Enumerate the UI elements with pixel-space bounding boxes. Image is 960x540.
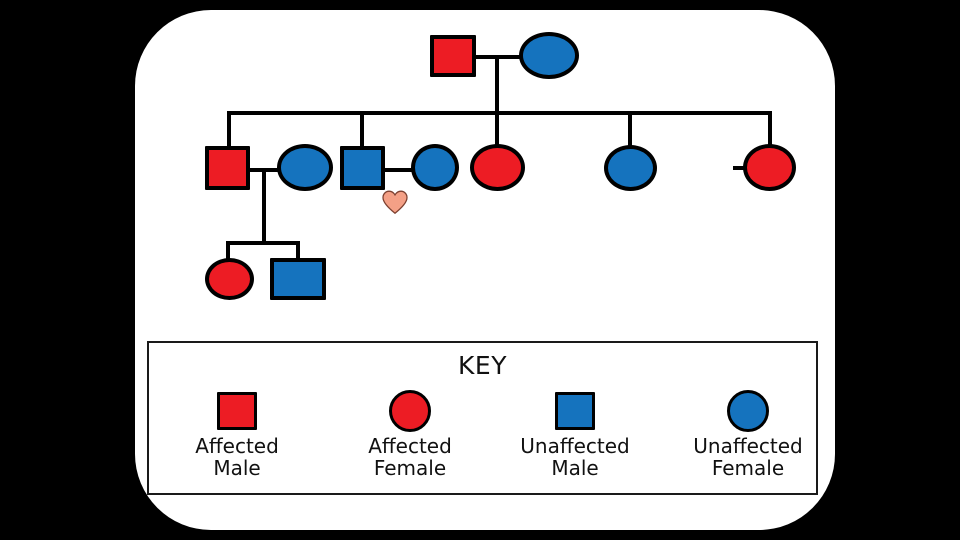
drop-line-gen2-child-3 [495, 111, 499, 148]
individual-II-2-unaffected-female[interactable] [277, 144, 333, 191]
individual-I-1-affected-male[interactable] [430, 35, 476, 77]
individual-III-1-affected-female[interactable] [205, 258, 254, 300]
affected-female-circle-icon [389, 390, 431, 432]
descent-line-gen2-to-gen3 [262, 168, 266, 244]
affected-male-square-icon [217, 392, 257, 430]
drop-line-gen3-child-1 [226, 241, 230, 264]
key-entry-affected-male: Affected Male [153, 387, 321, 480]
key-label-line1: Unaffected [520, 434, 630, 458]
drop-line-gen2-child-5 [768, 111, 772, 148]
drop-line-gen2-child-2 [360, 111, 364, 148]
key-label-line1: Affected [195, 434, 279, 458]
individual-II-5-affected-female[interactable] [470, 144, 525, 191]
key-label-affected-female: Affected Female [326, 435, 494, 480]
individual-II-4-unaffected-female[interactable] [411, 144, 459, 191]
key-label-unaffected-male: Unaffected Male [491, 435, 659, 480]
key-entry-affected-female: Affected Female [326, 387, 494, 480]
individual-II-3-unaffected-male[interactable] [340, 146, 385, 190]
key-swatch-wrap [326, 387, 494, 435]
individual-II-1-affected-male[interactable] [205, 146, 250, 190]
unaffected-male-square-icon [555, 392, 595, 430]
key-legend: KEY Affected Male Affected Female [147, 341, 818, 495]
drop-line-gen2-child-4 [628, 111, 632, 148]
individual-II-7-affected-female[interactable] [743, 144, 796, 191]
drop-line-gen3-child-2 [296, 241, 300, 264]
individual-II-6-unaffected-female[interactable] [604, 145, 657, 191]
mating-stub-II-7 [733, 166, 749, 170]
key-label-line2: Male [551, 456, 599, 481]
key-entry-unaffected-male: Unaffected Male [491, 387, 659, 480]
sibship-line-gen2 [227, 111, 772, 115]
key-label-affected-male: Affected Male [153, 435, 321, 480]
heart-cursor-icon [382, 190, 408, 215]
individual-III-2-unaffected-male[interactable] [270, 258, 326, 300]
key-swatch-wrap [153, 387, 321, 435]
key-label-unaffected-female: Unaffected Female [664, 435, 832, 480]
unaffected-female-circle-icon [727, 390, 769, 432]
key-label-line2: Female [711, 456, 785, 481]
mating-line-II-3-II-4 [383, 168, 413, 172]
key-entry-unaffected-female: Unaffected Female [664, 387, 832, 480]
key-label-line2: Female [373, 456, 447, 481]
key-label-line1: Affected [368, 434, 452, 458]
sibship-line-gen3 [226, 241, 300, 245]
key-swatch-wrap [664, 387, 832, 435]
individual-I-2-unaffected-female[interactable] [519, 32, 579, 79]
key-label-line1: Unaffected [693, 434, 803, 458]
key-label-line2: Male [213, 456, 261, 481]
key-swatch-wrap [491, 387, 659, 435]
descent-line-gen1-to-gen2 [495, 55, 499, 114]
key-title: KEY [458, 351, 507, 380]
drop-line-gen2-child-1 [227, 111, 231, 148]
